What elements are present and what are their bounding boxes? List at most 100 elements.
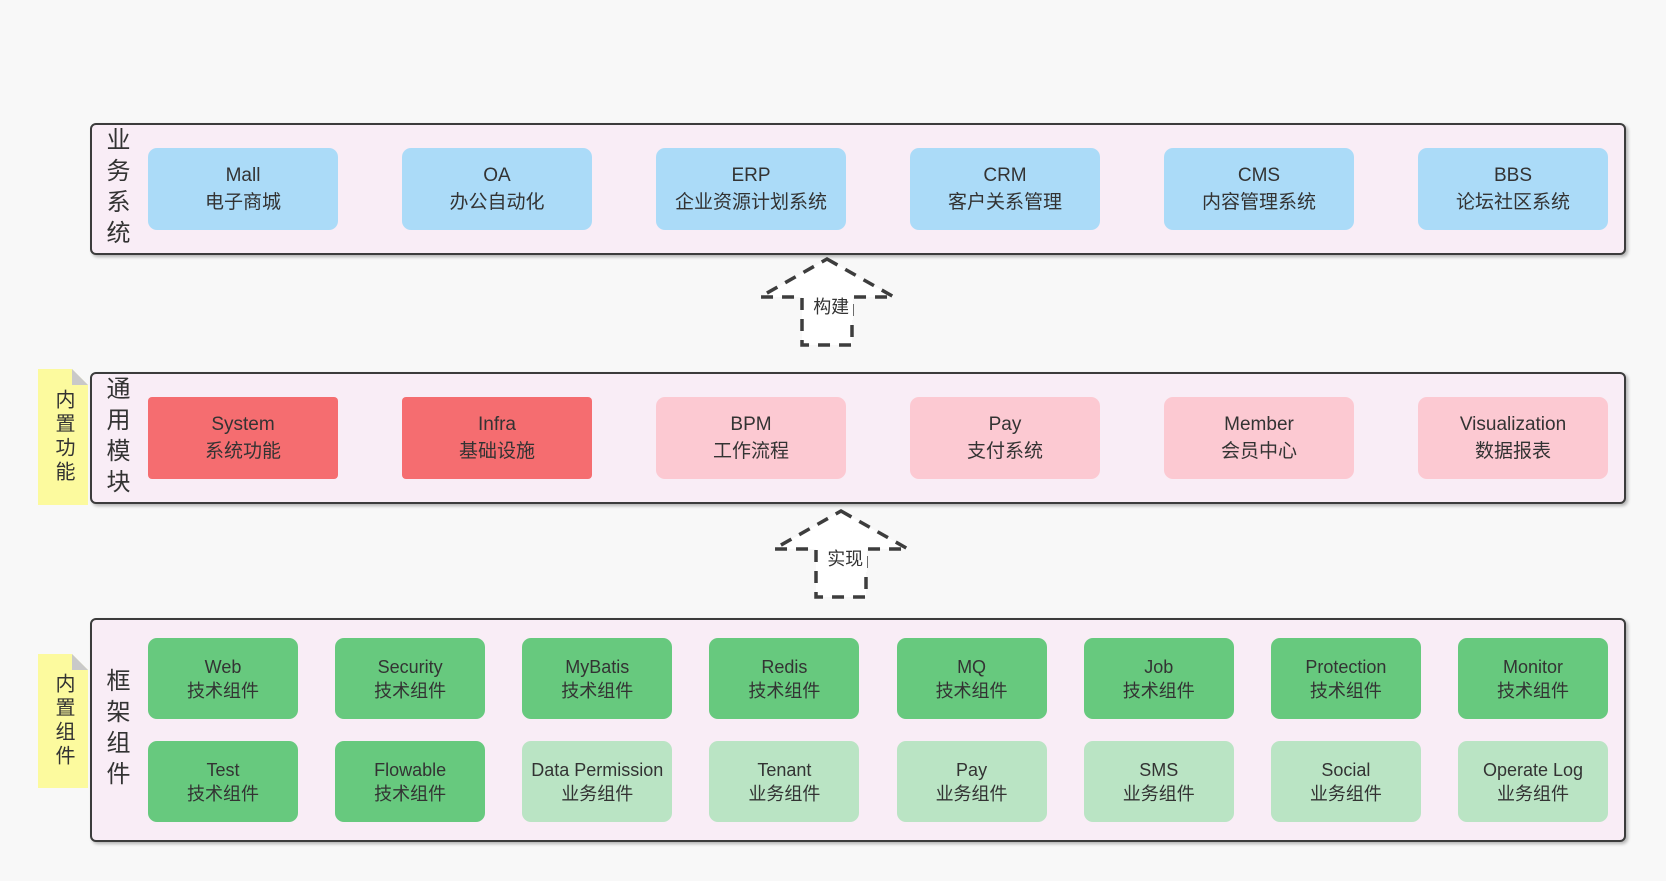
box-pay-module: Pay 支付系统 [910, 397, 1100, 479]
box-bpm: BPM 工作流程 [656, 397, 846, 479]
box-sms: SMS 业务组件 [1083, 741, 1234, 822]
box-title: OA [483, 165, 511, 186]
box-social: Social 业务组件 [1270, 741, 1421, 822]
box-mybatis: MyBatis 技术组件 [522, 638, 673, 719]
box-title: CRM [983, 165, 1027, 186]
box-bbs: BBS 论坛社区系统 [1418, 148, 1608, 230]
box-title: Social [1321, 759, 1371, 780]
box-redis: Redis 技术组件 [709, 638, 860, 719]
box-title: MyBatis [565, 656, 630, 677]
band-business-systems: 业务系统 Mall 电子商城 OA 办公自动化 ERP 企业资源计划系统 CRM… [90, 123, 1626, 255]
box-subtitle: 业务组件 [561, 783, 634, 804]
box-subtitle: 工作流程 [712, 441, 789, 462]
band-common-modules: 通用模块 System 系统功能 Infra 基础设施 BPM 工作流程 Pay… [90, 372, 1626, 504]
box-title: Job [1144, 656, 1174, 677]
box-subtitle: 技术组件 [561, 680, 634, 701]
band-components-label: 框架组件 [102, 668, 129, 792]
sticky-note-body [38, 369, 88, 505]
box-visualization: Visualization 数据报表 [1418, 397, 1608, 479]
box-title: BPM [730, 414, 772, 435]
box-subtitle: 数据报表 [1474, 441, 1551, 462]
sticky-note-builtin-functions: 内置功能 [38, 369, 88, 505]
box-flowable: Flowable 技术组件 [335, 741, 486, 822]
sticky-note-text: 内置组件 [52, 673, 74, 769]
box-web: Web 技术组件 [148, 638, 298, 719]
component-boxes-row1: Web 技术组件 Security 技术组件 MyBatis 技术组件 Redi… [148, 638, 1608, 719]
box-tenant: Tenant 业务组件 [709, 741, 860, 822]
box-title: Data Permission [531, 759, 664, 780]
box-test: Test 技术组件 [148, 741, 298, 822]
sticky-note-text: 内置功能 [52, 389, 74, 485]
box-title: Protection [1305, 656, 1387, 677]
box-pay-component: Pay 业务组件 [896, 741, 1047, 822]
box-subtitle: 业务组件 [1309, 783, 1382, 804]
box-subtitle: 支付系统 [966, 441, 1043, 462]
box-title: Pay [988, 414, 1022, 435]
box-title: Infra [477, 414, 517, 435]
box-system: System 系统功能 [148, 397, 338, 479]
box-oa: OA 办公自动化 [402, 148, 592, 230]
box-title: CMS [1237, 165, 1281, 186]
box-title: Tenant [757, 759, 812, 780]
box-data-permission: Data Permission 业务组件 [522, 741, 673, 822]
component-boxes-row2: Test 技术组件 Flowable 技术组件 Data Permission … [148, 741, 1608, 822]
box-monitor: Monitor 技术组件 [1457, 638, 1608, 719]
box-operate-log: Operate Log 业务组件 [1457, 741, 1608, 822]
box-subtitle: 业务组件 [1122, 783, 1195, 804]
box-security: Security 技术组件 [335, 638, 486, 719]
box-title: Test [206, 759, 240, 780]
box-subtitle: 技术组件 [1496, 680, 1569, 701]
box-subtitle: 技术组件 [374, 783, 447, 804]
box-subtitle: 业务组件 [1496, 783, 1569, 804]
box-mall: Mall 电子商城 [148, 148, 338, 230]
box-title: BBS [1493, 165, 1533, 186]
implement-arrow-label: 实现 [823, 544, 868, 572]
box-title: Operate Log [1482, 759, 1584, 780]
box-subtitle: 客户关系管理 [947, 192, 1062, 213]
box-title: Monitor [1502, 656, 1563, 677]
band-modules-label: 通用模块 [102, 376, 129, 500]
box-subtitle: 企业资源计划系统 [674, 192, 827, 213]
box-title: System [211, 414, 275, 435]
band-framework-components: 框架组件 Web 技术组件 Security 技术组件 MyBatis 技术组件… [90, 618, 1626, 842]
box-title: ERP [731, 165, 771, 186]
box-title: Flowable [374, 759, 447, 780]
box-cms: CMS 内容管理系统 [1164, 148, 1354, 230]
module-boxes: System 系统功能 Infra 基础设施 BPM 工作流程 Pay 支付系统… [148, 397, 1608, 479]
box-title: Pay [956, 759, 988, 780]
box-title: Web [204, 656, 242, 677]
box-subtitle: 内容管理系统 [1201, 192, 1316, 213]
box-title: Security [377, 656, 443, 677]
box-subtitle: 会员中心 [1220, 441, 1297, 462]
box-subtitle: 技术组件 [187, 680, 259, 701]
folded-corner-icon [72, 369, 88, 385]
box-title: SMS [1139, 759, 1179, 780]
box-protection: Protection 技术组件 [1270, 638, 1421, 719]
box-erp: ERP 企业资源计划系统 [656, 148, 846, 230]
build-arrow: 构建 [757, 256, 897, 348]
box-title: Redis [761, 656, 808, 677]
box-crm: CRM 客户关系管理 [910, 148, 1100, 230]
box-subtitle: 系统功能 [204, 441, 281, 462]
box-subtitle: 技术组件 [1309, 680, 1382, 701]
box-infra: Infra 基础设施 [402, 397, 592, 479]
box-title: Member [1224, 414, 1294, 435]
box-title: Mall [225, 165, 261, 186]
box-subtitle: 电子商城 [204, 192, 281, 213]
box-subtitle: 技术组件 [374, 680, 447, 701]
box-subtitle: 技术组件 [935, 680, 1008, 701]
implement-arrow: 实现 [771, 508, 911, 600]
box-title: MQ [957, 656, 987, 677]
box-subtitle: 论坛社区系统 [1455, 192, 1570, 213]
box-subtitle: 业务组件 [748, 783, 821, 804]
sticky-note-builtin-components: 内置组件 [38, 654, 88, 788]
box-subtitle: 技术组件 [748, 680, 821, 701]
sticky-note-body [38, 654, 88, 788]
box-subtitle: 业务组件 [935, 783, 1008, 804]
band-business-label: 业务系统 [102, 127, 129, 251]
box-subtitle: 技术组件 [187, 783, 259, 804]
business-boxes: Mall 电子商城 OA 办公自动化 ERP 企业资源计划系统 CRM 客户关系… [148, 148, 1608, 230]
box-title: Visualization [1459, 414, 1567, 435]
box-mq: MQ 技术组件 [896, 638, 1047, 719]
